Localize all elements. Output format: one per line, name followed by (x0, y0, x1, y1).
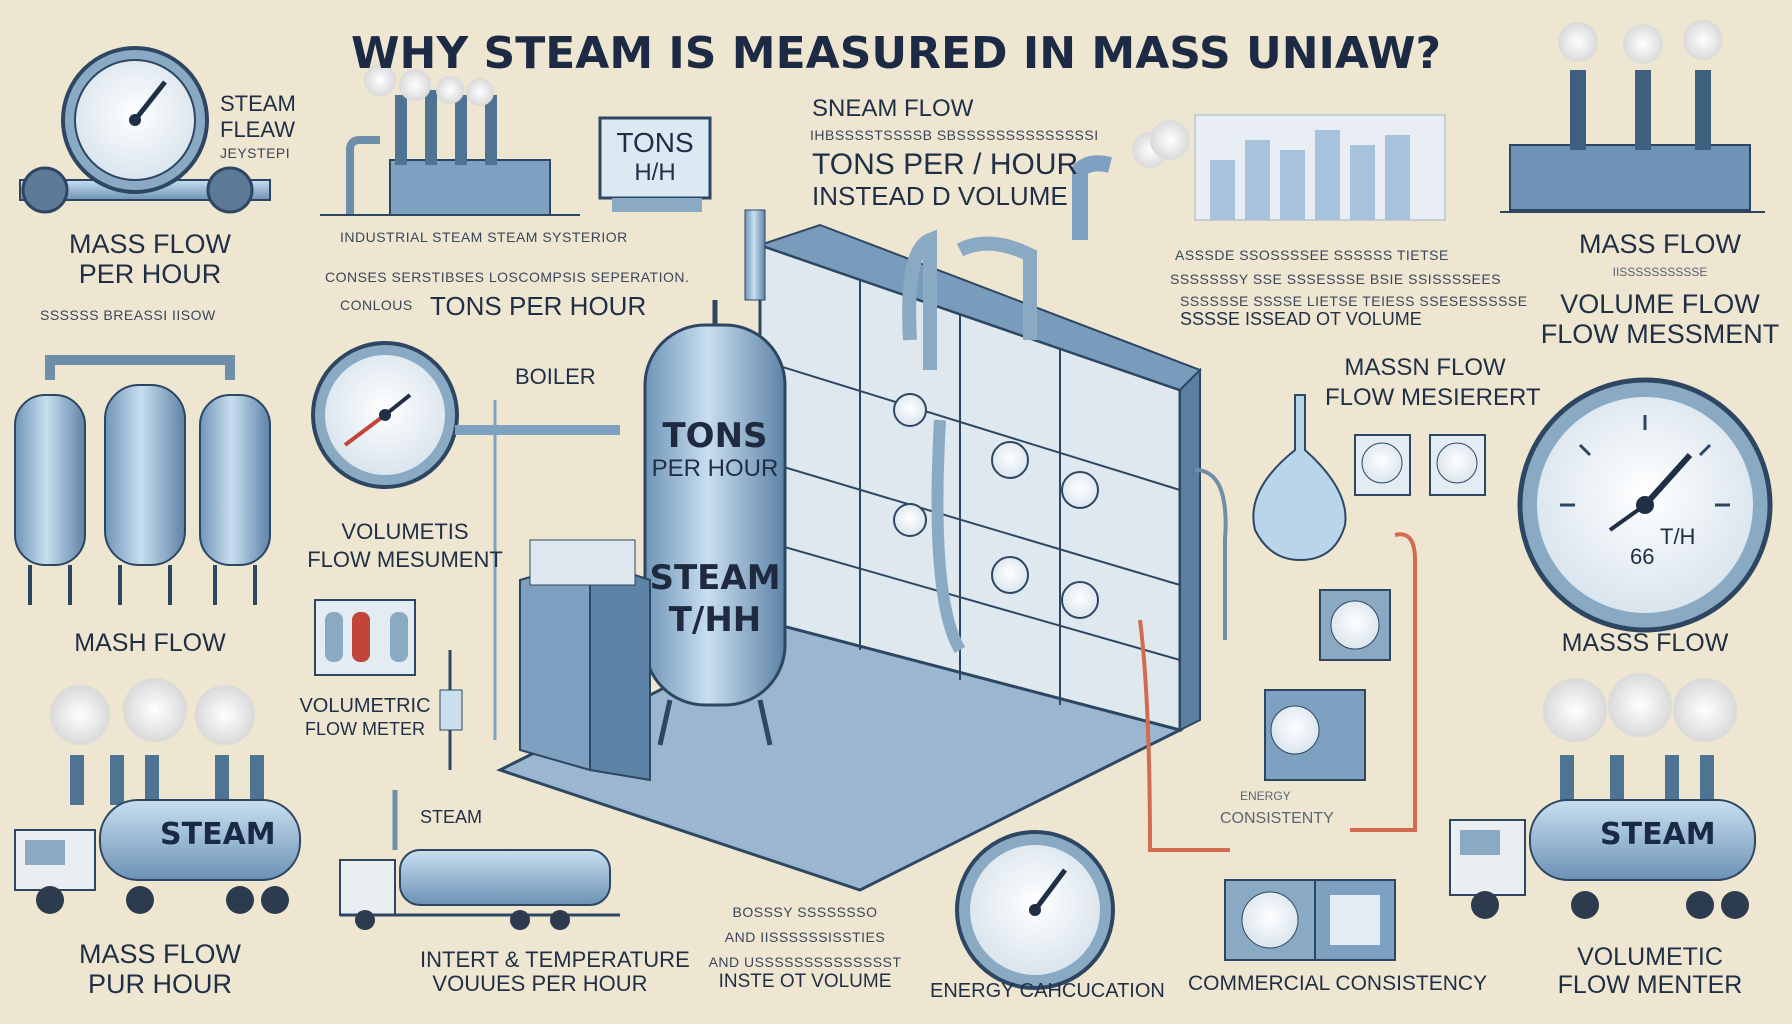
vol-left-1: VOLUMETIS (341, 519, 469, 544)
steam-truck-left-label: STEAM (160, 817, 276, 852)
bottom-right-2: FLOW MENTER (1557, 971, 1743, 999)
bottom-left-truck (14, 678, 301, 914)
bottom-mid-2: VOUUES PER HOUR (432, 971, 648, 996)
industrial-desc-3: CONLOUS (340, 297, 413, 313)
mash-flow-label: MASH FLOW (74, 629, 226, 657)
masn-flow-1: MASSN FLOW (1344, 354, 1506, 381)
steam-flow-header: SNEAM FLOW (812, 95, 974, 122)
vol-meter-left-2: FLOW METER (305, 719, 425, 739)
steam-flow-label-1: STEAM (220, 91, 296, 116)
bottom-mid-tanker (339, 790, 620, 930)
right-desc-3: SSSSSSE SSSSE LIETSE TEIESS SSESESSSSSE (1180, 293, 1528, 309)
big-gauge-value: 66 (1630, 544, 1655, 569)
industrial-desc-2: CONSES SERSTIBSES LOSCOMPSIS SEPERATION. (325, 269, 690, 285)
steam-small-label: STEAM (420, 807, 483, 827)
right-desc-4: SSSSE ISSEAD OT VOLUME (1180, 309, 1422, 329)
right-volume-flow: VOLUME FLOW (1560, 289, 1760, 319)
tons-sign-frame (598, 116, 712, 212)
bottom-center-1: BOSSSY SSSSSSSO (732, 904, 878, 920)
right-flow-messment: FLOW MESSMENT (1540, 319, 1780, 349)
bottom-right-1: VOLUMETIC (1577, 943, 1723, 971)
top-left-gauge (19, 46, 271, 214)
tons-sign-line2: H/H (634, 159, 676, 186)
tank-text-3: STEAM (649, 558, 781, 598)
right-desc-1: ASSSDE SSOSSSSEE SSSSSS TIETSE (1175, 247, 1449, 263)
consistenty-small: ENERGY (1240, 789, 1291, 803)
tank-text-1: TONS (662, 416, 768, 456)
bottom-center-2: AND IISSSSSSISSTIES (724, 929, 886, 945)
energy-calculation-label: ENERGY CAHCUCATION (930, 980, 1165, 1002)
consistenty-label: CONSISTENTY (1220, 810, 1334, 827)
steam-truck-right-label: STEAM (1600, 817, 1716, 852)
masn-flow-2: FLOW MESIERERT (1325, 384, 1541, 411)
factory-top-right (1500, 20, 1765, 213)
left-garbled-text: SSSSSS BREASSI IISOW (40, 307, 216, 323)
bottom-left-2: PUR HOUR (87, 969, 232, 999)
steam-flow-label-2: FLEAW (220, 117, 295, 142)
big-gauge-unit: T/H (1660, 524, 1696, 549)
page-title: WHY STEAM IS MEASURED IN MASS UNIAW? (350, 28, 1442, 79)
right-garbled: IISSSSSSSSSSE (1612, 265, 1708, 279)
bottom-left-1: MASS FLOW (78, 939, 241, 969)
bottom-center-4: INSTE OT VOLUME (718, 971, 892, 992)
left-mass-flow-1: MASS FLOW (68, 229, 231, 259)
control-building (519, 539, 651, 782)
factory-top-left (320, 64, 580, 216)
flow-meter-panel (314, 599, 463, 770)
left-tanks (14, 355, 271, 605)
central-plant (496, 120, 1202, 892)
bottom-mid-1: INTERT & TEMPERATURE (420, 947, 690, 972)
mid-left-gauge (311, 341, 620, 740)
top-center-right-chart (1194, 114, 1446, 221)
steam-flow-label-3: JEYSTEPI (220, 145, 291, 161)
vol-meter-left-1: VOLUMETRIC (299, 695, 431, 717)
vol-left-2: FLOW MESUMENT (307, 547, 503, 572)
right-desc-2: SSSSSSSY SSE SSSESSSE BSIE SSISSSSEES (1170, 271, 1502, 287)
bottom-center-gauge (955, 830, 1115, 990)
tons-per-hour-highlight: TONS PER HOUR (430, 291, 647, 321)
big-right-gauge (1517, 377, 1773, 633)
flask-and-gauges (1138, 394, 1486, 852)
tons-per-hour-header: TONS PER / HOUR (812, 148, 1079, 181)
tank-text-4: T/HH (668, 600, 762, 640)
instead-volume-header: INSTEAD D VOLUME (812, 181, 1068, 211)
steam-flow-garbled: IHBSSSSTSSSSB SBSSSSSSSSSSSSSSI (810, 127, 1099, 143)
masss-flow-label: MASSS FLOW (1561, 629, 1729, 657)
right-mass-flow: MASS FLOW (1578, 229, 1741, 259)
boiler-tank (643, 300, 787, 746)
left-mass-flow-2: PER HOUR (78, 259, 222, 289)
industrial-desc-1: INDUSTRIAL STEAM STEAM SYSTERIOR (340, 229, 628, 245)
bottom-right-truck (1449, 673, 1756, 919)
tank-text-2: PER HOUR (651, 455, 779, 482)
commercial-panel (1224, 879, 1396, 961)
commercial-consistency-label: COMMERCIAL CONSISTENCY (1188, 972, 1488, 995)
boiler-label: BOILER (515, 364, 596, 389)
tons-sign-line1: TONS (616, 127, 694, 158)
bottom-center-3: AND USSSSSSSSSSSSSST (708, 954, 902, 970)
